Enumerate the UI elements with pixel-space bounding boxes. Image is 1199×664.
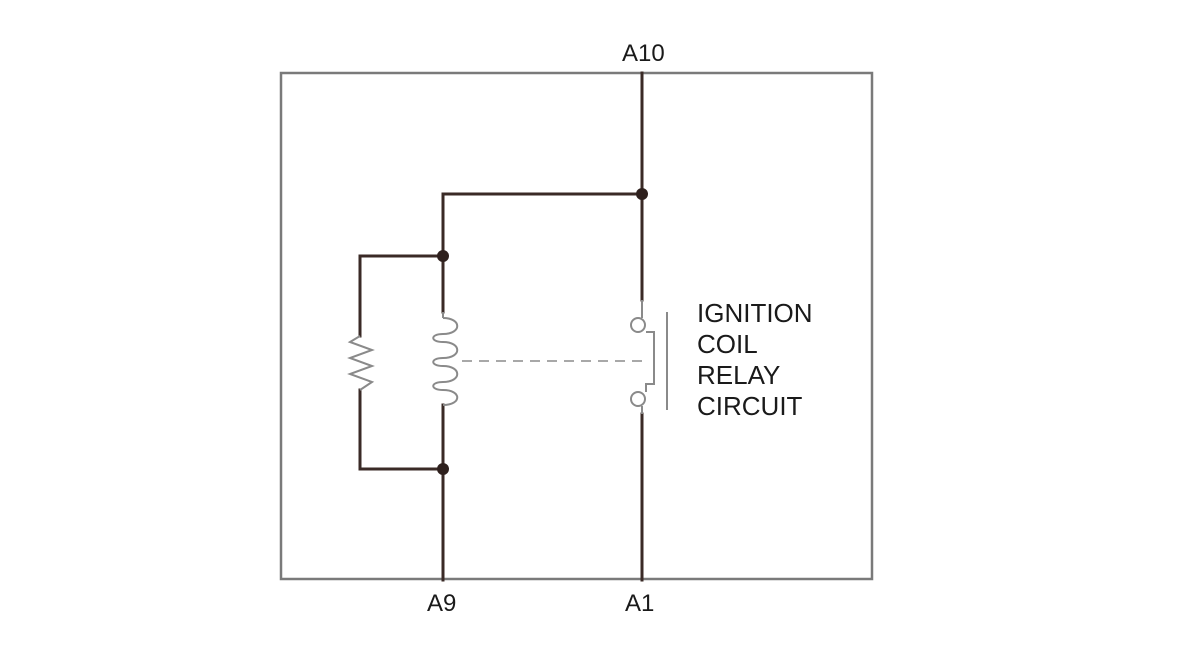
pin-label-a1: A1	[625, 590, 655, 617]
relay-label-line-4: CIRCUIT	[697, 391, 803, 421]
pin-label-a10: A10	[622, 40, 665, 67]
relay-housing-frame	[279, 71, 874, 581]
pin-label-a9: A9	[427, 590, 457, 617]
junction-node-upper-left	[437, 250, 449, 262]
junction-node-top-right	[636, 188, 648, 200]
relay-label-line-1: IGNITION	[697, 298, 813, 328]
relay-circuit-label: IGNITION COIL RELAY CIRCUIT	[697, 298, 813, 422]
junction-node-lower-left	[437, 463, 449, 475]
relay-label-line-3: RELAY	[697, 360, 781, 390]
relay-label-line-2: COIL	[697, 329, 758, 359]
resistor-loop-wire-lower	[358, 388, 445, 471]
resistor-loop-wire	[358, 254, 445, 338]
relay-switch-icon	[630, 300, 668, 414]
relay-coil-icon	[432, 312, 459, 406]
resistor-icon	[347, 335, 375, 391]
